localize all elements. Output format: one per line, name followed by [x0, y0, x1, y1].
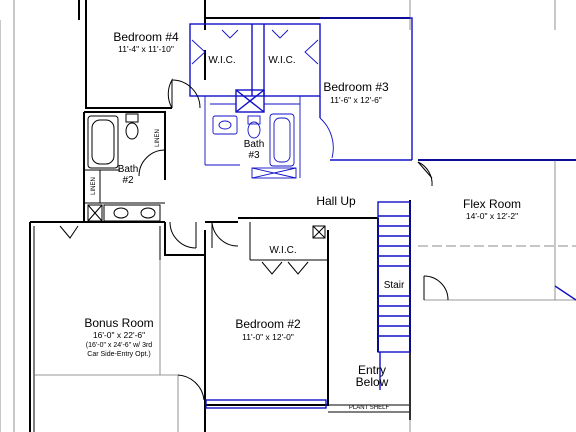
bath3-label-1: Bath	[244, 139, 265, 150]
bonus-dims: 16'-0" x 22'-6"	[93, 330, 145, 340]
blue-option-area	[189, 17, 576, 409]
bedroom4-dims: 11'-4" x 11'-10"	[118, 44, 174, 54]
bedroom4-name: Bedroom #4	[113, 30, 179, 44]
doors	[59, 78, 449, 401]
wic-bed2-label: W.I.C.	[269, 245, 296, 256]
plant-shelf-label: PLANT SHELF	[349, 405, 390, 411]
bedroom2-dims: 11'-0" x 12'-0"	[242, 332, 294, 342]
bedroom3-name: Bedroom #3	[323, 80, 389, 94]
bedroom3-dims: 11'-6" x 12'-6"	[330, 95, 382, 105]
bath2-label-1: Bath	[118, 164, 139, 175]
bonus-note-2: Car Side-Entry Opt.)	[87, 351, 150, 358]
linen-upper-label: LINEN	[155, 129, 161, 147]
bedroom2-name: Bedroom #2	[235, 317, 301, 331]
flex-name: Flex Room	[463, 197, 521, 211]
bath3-label-2: #3	[248, 150, 260, 161]
bonus-name: Bonus Room	[84, 316, 153, 330]
flex-dims: 14'-0" x 12'-2"	[466, 211, 518, 221]
bonus-note-1: (16'-0" x 24'-6" w/ 3rd	[86, 342, 152, 349]
wic-right-label: W.I.C.	[268, 55, 295, 66]
entry-label-2: Below	[356, 375, 389, 389]
bath2-label-2: #2	[122, 175, 134, 186]
fixtures	[87, 113, 326, 239]
stair-label: Stair	[384, 280, 405, 291]
wic-left-label: W.I.C.	[208, 55, 235, 66]
linen-lower-label: LINEN	[91, 177, 97, 195]
entry-label-1: Entry	[358, 363, 386, 377]
hall-label: Hall Up	[316, 194, 356, 208]
